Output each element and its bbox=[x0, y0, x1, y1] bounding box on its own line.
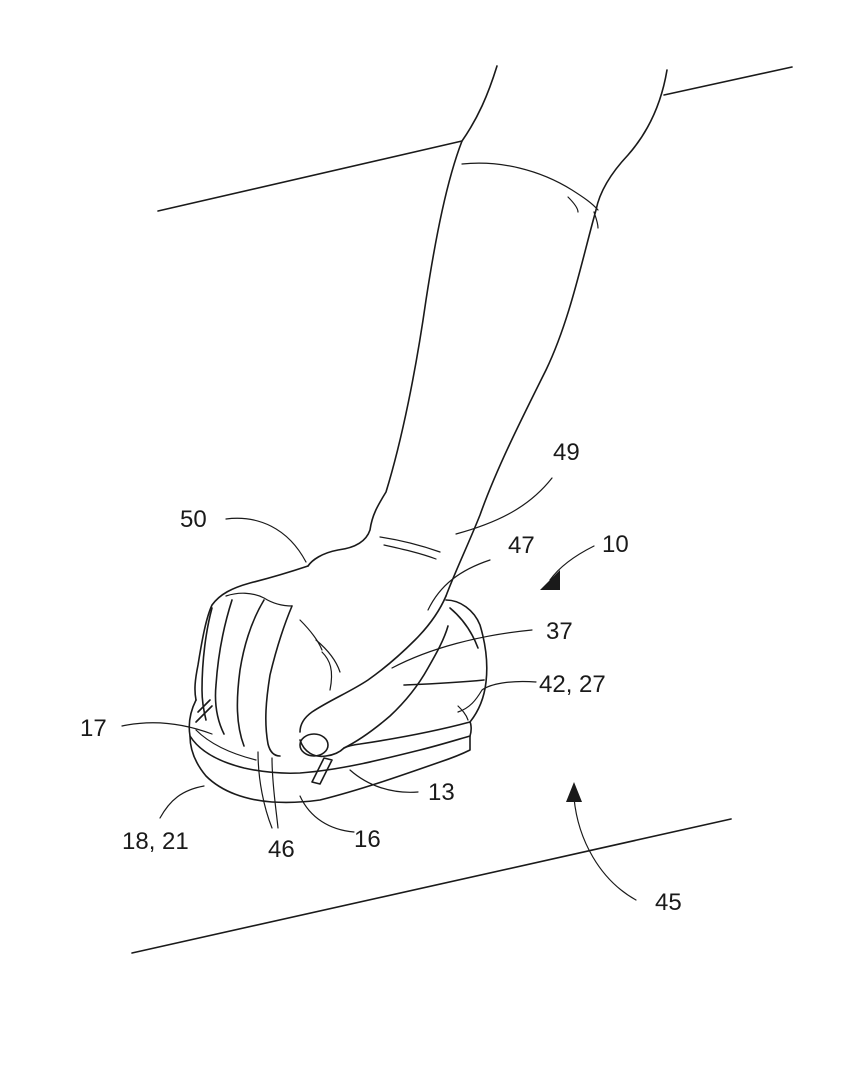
thumb-lower-contour bbox=[299, 625, 449, 758]
label-10: 10 bbox=[602, 531, 629, 558]
handle-slot-left bbox=[195, 699, 213, 723]
arrowhead-10 bbox=[540, 570, 560, 590]
wrist-crease-1 bbox=[379, 536, 441, 553]
elbow-crease-3 bbox=[593, 211, 599, 229]
leader-42-27 bbox=[457, 680, 537, 713]
leader-50 bbox=[225, 517, 307, 563]
leader-17 bbox=[121, 722, 213, 735]
forearm bbox=[307, 65, 668, 597]
label-16: 16 bbox=[354, 826, 381, 853]
reference-numerals: 50 49 47 10 37 42, 27 17 13 18, 21 16 46… bbox=[80, 439, 682, 916]
device-strap-inner bbox=[457, 705, 469, 721]
index-finger bbox=[236, 599, 265, 747]
device-lip bbox=[403, 679, 485, 686]
device-base-plate-bottom bbox=[189, 735, 471, 804]
device-top-housing bbox=[445, 599, 488, 723]
label-42-27: 42, 27 bbox=[539, 671, 606, 698]
base-plate-inner bbox=[195, 729, 257, 761]
elbow-crease bbox=[461, 162, 599, 211]
label-37: 37 bbox=[546, 618, 573, 645]
hand bbox=[194, 565, 449, 758]
leader-46-a bbox=[257, 751, 273, 829]
leader-18-21 bbox=[159, 785, 205, 819]
finger-joint bbox=[299, 619, 323, 651]
leader-10 bbox=[549, 545, 595, 581]
ring-finger bbox=[201, 607, 213, 721]
leader-lines bbox=[121, 477, 637, 901]
leader-47 bbox=[427, 559, 491, 611]
leader-46-b bbox=[271, 757, 279, 829]
label-49: 49 bbox=[553, 439, 580, 466]
thumb-nail bbox=[299, 733, 329, 757]
hand-back-contour bbox=[194, 565, 309, 701]
label-47: 47 bbox=[508, 532, 535, 559]
surface-bottom-edge bbox=[131, 818, 732, 954]
device-side-wall bbox=[343, 721, 471, 749]
label-17: 17 bbox=[80, 715, 107, 742]
arrowhead-45 bbox=[566, 782, 582, 802]
surface-edges bbox=[131, 66, 793, 954]
elbow-crease-2 bbox=[567, 196, 579, 213]
device-top-edge bbox=[449, 607, 479, 649]
finger-joint-2 bbox=[315, 639, 341, 673]
finger-front-contour bbox=[265, 605, 293, 757]
forearm-left-contour bbox=[307, 65, 498, 567]
leader-49 bbox=[455, 477, 553, 535]
arrow-45-shaft bbox=[573, 797, 637, 901]
leader-13 bbox=[349, 769, 419, 793]
thumb-upper-contour bbox=[299, 595, 447, 733]
knuckle-line bbox=[225, 592, 293, 607]
wrist-crease-2 bbox=[383, 544, 437, 560]
leader-16 bbox=[299, 795, 355, 833]
sanding-device bbox=[188, 599, 488, 804]
forearm-right-contour bbox=[445, 69, 668, 597]
leader-37 bbox=[391, 629, 533, 669]
label-18-21: 18, 21 bbox=[122, 828, 189, 855]
label-50: 50 bbox=[180, 506, 207, 533]
label-13: 13 bbox=[428, 779, 455, 806]
label-45: 45 bbox=[655, 889, 682, 916]
middle-finger bbox=[214, 599, 233, 735]
handle-slot-right bbox=[311, 757, 333, 785]
surface-top-edge bbox=[157, 140, 463, 212]
label-46: 46 bbox=[268, 836, 295, 863]
hand-palm-fold bbox=[321, 651, 333, 691]
surface-top-edge-right bbox=[663, 66, 793, 96]
